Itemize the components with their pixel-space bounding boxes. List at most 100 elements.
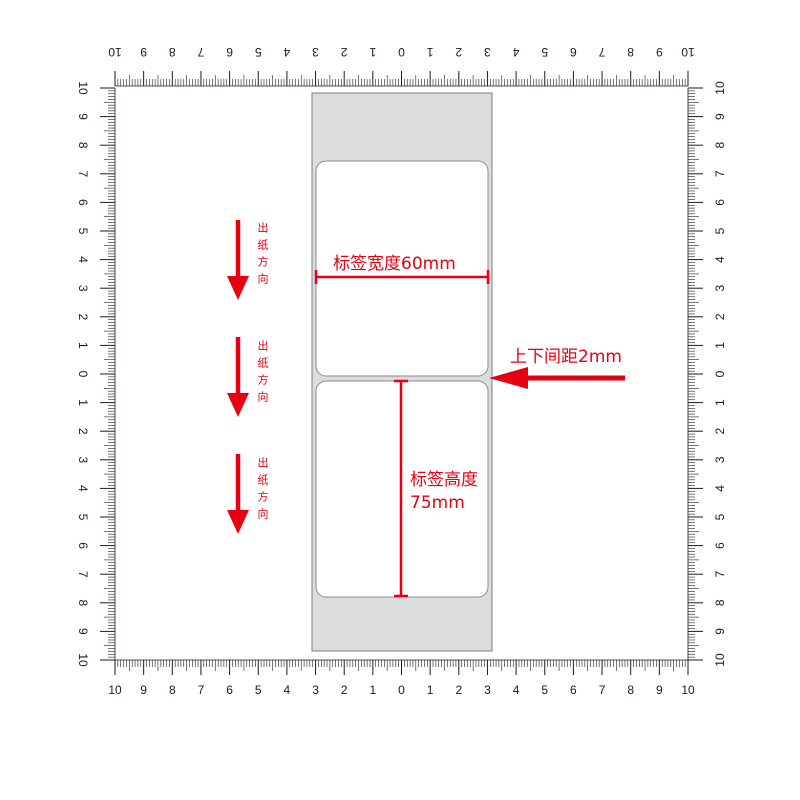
ruler-number: 6 (76, 199, 90, 206)
ruler-number: 10 (713, 653, 727, 667)
ruler-number: 10 (681, 683, 695, 697)
ruler-number: 5 (76, 228, 90, 235)
ruler-number: 8 (713, 142, 727, 149)
ruler-number: 3 (713, 285, 727, 292)
ruler-number: 7 (598, 45, 605, 59)
ruler-number: 3 (484, 683, 491, 697)
ruler-number: 2 (76, 313, 90, 320)
ruler-number: 9 (656, 683, 663, 697)
ruler-number: 1 (713, 342, 727, 349)
ruler-number: 4 (76, 485, 90, 492)
ruler-number: 0 (713, 370, 727, 377)
ruler-number: 5 (255, 683, 262, 697)
ruler-number: 1 (76, 342, 90, 349)
ruler-number: 8 (627, 683, 634, 697)
ruler-number: 4 (283, 45, 290, 59)
ruler-number: 6 (226, 683, 233, 697)
ruler-number: 8 (713, 599, 727, 606)
ruler-number: 1 (76, 399, 90, 406)
feed-direction-label: 出纸方向 (256, 222, 269, 290)
height-label-value: 75mm (410, 493, 465, 513)
ruler-number: 7 (76, 571, 90, 578)
height-label-title: 标签高度 (410, 470, 478, 490)
ruler-number: 8 (169, 45, 176, 59)
ruler-number: 8 (169, 683, 176, 697)
ruler-number: 6 (713, 199, 727, 206)
ruler-number: 7 (713, 170, 727, 177)
ruler-number: 6 (76, 542, 90, 549)
ruler-number: 6 (570, 45, 577, 59)
ruler-number: 5 (76, 514, 90, 521)
ruler-number: 8 (76, 142, 90, 149)
ruler-number: 2 (713, 428, 727, 435)
arrow-left-icon (489, 367, 625, 389)
ruler-number: 9 (76, 113, 90, 120)
ruler-number: 7 (198, 683, 205, 697)
ruler-number: 1 (370, 683, 377, 697)
ruler-number: 10 (76, 653, 90, 667)
arrow-down-icon (227, 454, 249, 534)
gap-label: 上下间距2mm (510, 347, 622, 367)
arrow-down-icon (227, 337, 249, 417)
ruler-number: 4 (513, 683, 520, 697)
width-dimension-line (314, 270, 490, 284)
ruler-number: 0 (398, 45, 405, 59)
ruler-number: 3 (76, 285, 90, 292)
ruler-number: 4 (284, 683, 291, 697)
ruler-number: 9 (656, 45, 663, 59)
ruler-number: 5 (541, 45, 548, 59)
ruler-number: 6 (226, 45, 233, 59)
ruler-number: 10 (713, 81, 727, 95)
ruler-number: 8 (76, 599, 90, 606)
ruler-number: 2 (341, 45, 348, 59)
ruler-number: 6 (713, 542, 727, 549)
ruler-number: 9 (140, 683, 147, 697)
ruler-number: 10 (76, 81, 90, 95)
ruler-number: 7 (197, 45, 204, 59)
ruler-number: 5 (255, 45, 262, 59)
ruler-number: 8 (627, 45, 634, 59)
ruler-number: 1 (426, 45, 433, 59)
ruler-number: 4 (512, 45, 519, 59)
ruler-number: 4 (76, 256, 90, 263)
ruler-number: 7 (76, 170, 90, 177)
ruler-number: 10 (681, 45, 695, 59)
ruler-number: 2 (455, 45, 462, 59)
ruler-number: 9 (713, 628, 727, 635)
ruler-number: 5 (713, 227, 727, 234)
ruler-number: 0 (76, 371, 90, 378)
ruler-number: 2 (455, 683, 462, 697)
ruler-number: 3 (484, 45, 491, 59)
label-top (315, 160, 489, 377)
ruler-number: 7 (599, 683, 606, 697)
ruler-number: 1 (427, 683, 434, 697)
ruler-number: 0 (398, 683, 405, 697)
ruler-number: 1 (369, 45, 376, 59)
width-label: 标签宽度60mm (333, 254, 456, 274)
height-dimension-line (394, 379, 408, 598)
ruler-number: 3 (713, 456, 727, 463)
ruler-number: 5 (713, 513, 727, 520)
feed-direction-label: 出纸方向 (256, 457, 269, 525)
ruler-number: 2 (713, 313, 727, 320)
ruler-number: 9 (76, 628, 90, 635)
ruler-number: 9 (713, 113, 727, 120)
ruler-number: 1 (713, 399, 727, 406)
ruler-number: 10 (108, 683, 122, 697)
ruler-number: 7 (713, 571, 727, 578)
ruler-number: 3 (312, 683, 319, 697)
ruler-number: 4 (713, 256, 727, 263)
ruler-number: 10 (108, 45, 122, 59)
feed-direction-label: 出纸方向 (256, 340, 269, 408)
ruler-number: 3 (76, 456, 90, 463)
arrow-down-icon (227, 220, 249, 300)
ruler-number: 4 (713, 485, 727, 492)
ruler-number: 2 (76, 428, 90, 435)
ruler-number: 3 (312, 45, 319, 59)
